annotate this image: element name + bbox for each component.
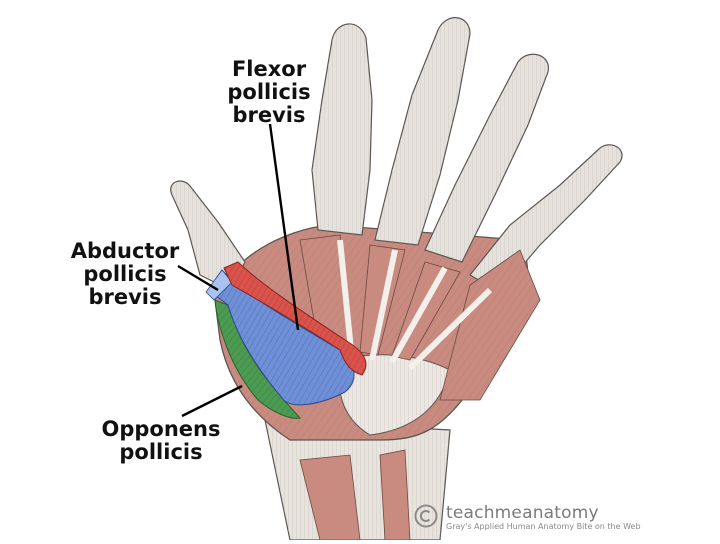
label-line: pollicis — [96, 441, 226, 464]
label-abductor-pollicis-brevis: Abductor pollicis brevis — [60, 240, 190, 309]
watermark-source: Gray's Applied Human Anatomy Bite on the… — [446, 522, 641, 531]
label-line: pollicis — [60, 263, 190, 286]
label-opponens-pollicis: Opponens pollicis — [96, 418, 226, 464]
label-line: pollicis — [214, 81, 324, 104]
label-line: Flexor — [214, 58, 324, 81]
label-flexor-pollicis-brevis: Flexor pollicis brevis — [214, 58, 324, 127]
watermark-brand: teachmeanatomy — [446, 503, 599, 523]
pointer-opponens-pollicis — [182, 386, 242, 416]
copyright-circle-icon — [414, 504, 438, 528]
label-line: Abductor — [60, 240, 190, 263]
watermark: teachmeanatomy Gray's Applied Human Anat… — [414, 502, 720, 532]
label-line: brevis — [60, 286, 190, 309]
label-line: brevis — [214, 104, 324, 127]
label-line: Opponens — [96, 418, 226, 441]
